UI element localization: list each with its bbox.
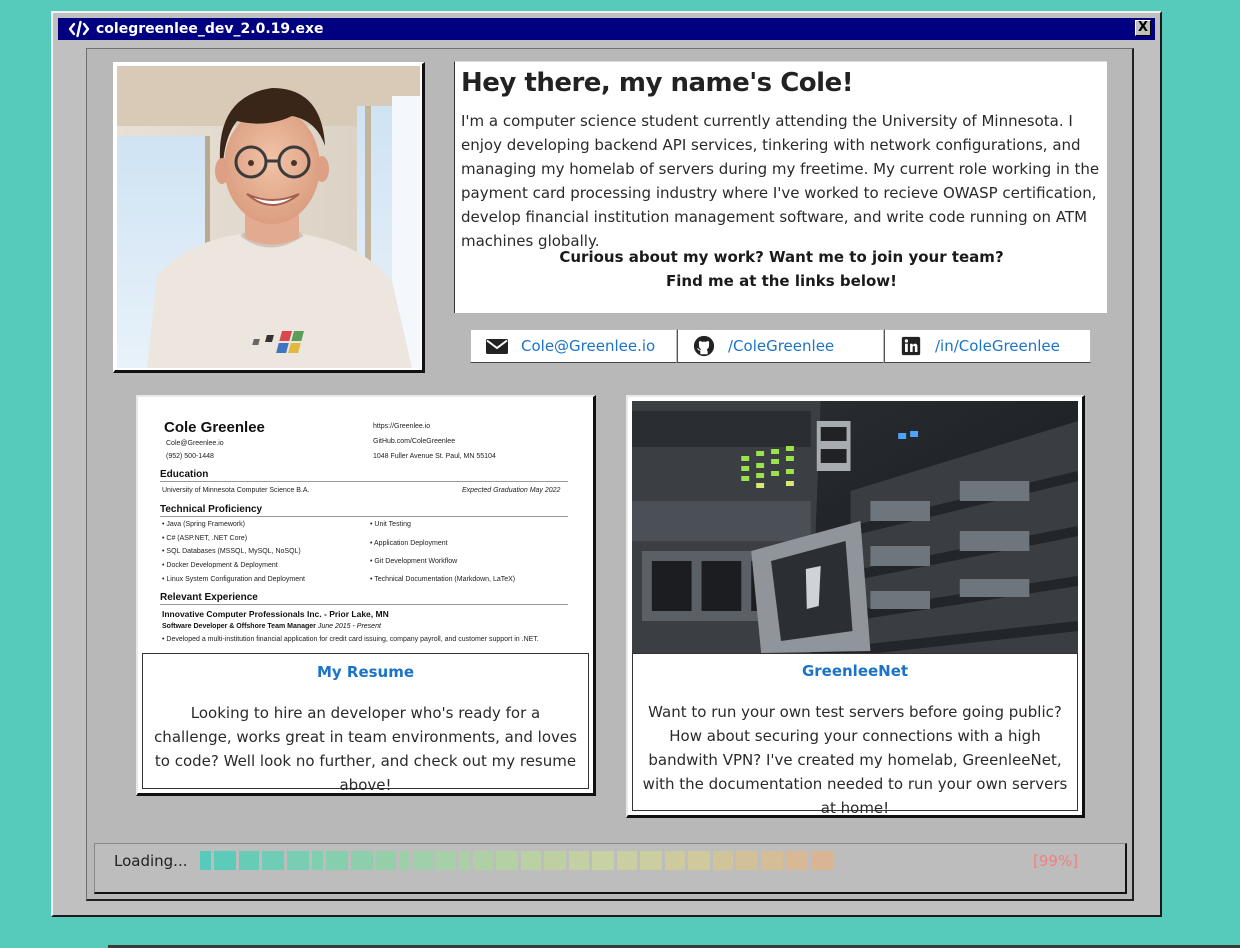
contact-links: Cole@Greenlee.io /ColeGreenlee /in/ColeG… — [470, 329, 1091, 363]
intro-body: I'm a computer science student currently… — [461, 112, 1100, 250]
cv-tech-item: • Technical Documentation (Markdown, LaT… — [370, 576, 516, 583]
loading-segment — [376, 851, 396, 870]
cv-phone: (952) 500-1448 — [166, 453, 214, 460]
intro-panel: Hey there, my name's Cole! I'm a compute… — [454, 61, 1107, 313]
cv-address: 1048 Fuller Avenue St. Paul, MN 55104 — [373, 453, 496, 460]
profile-photo-image — [117, 66, 420, 368]
cv-tech-item: • SQL Databases (MSSQL, MySQL, NoSQL) — [162, 548, 301, 555]
cv-tech-item: • Git Development Workflow — [370, 558, 458, 565]
loading-segment — [214, 851, 236, 870]
greenleenet-card[interactable]: GreenleeNet Want to run your own test se… — [626, 395, 1085, 818]
cv-github: GitHub.com/ColeGreenlee — [373, 438, 456, 445]
loading-segment — [617, 851, 637, 870]
close-button[interactable]: X — [1135, 20, 1151, 36]
cv-experience-heading: Relevant Experience — [160, 592, 258, 603]
cv-website: https://Greenlee.io — [373, 423, 431, 430]
loading-label: Loading... — [114, 852, 188, 870]
loading-segment — [688, 851, 710, 870]
loading-percent: [99%] — [1033, 852, 1079, 870]
loading-segment — [399, 851, 410, 870]
linkedin-icon — [901, 336, 921, 356]
linkedin-link-label: /in/ColeGreenlee — [935, 337, 1060, 355]
cv-employer: Innovative Computer Professionals Inc. -… — [162, 609, 389, 619]
loading-segment — [786, 851, 808, 870]
loading-segment — [436, 851, 456, 870]
cv-tech-heading: Technical Proficiency — [160, 504, 263, 515]
loading-segment — [665, 851, 685, 870]
loading-segment — [544, 851, 566, 870]
greenleenet-card-title[interactable]: GreenleeNet — [801, 662, 909, 680]
loading-segment — [496, 851, 518, 870]
github-icon — [693, 335, 715, 357]
loading-segment — [521, 851, 541, 870]
loading-segment — [312, 851, 323, 870]
loading-segment — [713, 851, 733, 870]
cv-education-heading: Education — [160, 469, 209, 480]
window-titlebar[interactable]: colegreenlee_dev_2.0.19.exe X — [58, 18, 1155, 40]
loading-segment — [413, 851, 433, 870]
cv-name: Cole Greenlee — [164, 419, 265, 436]
loading-segment — [761, 851, 783, 870]
server-rack-image[interactable] — [632, 401, 1078, 654]
loading-segment — [473, 851, 493, 870]
loading-bar: Loading... [99%] — [94, 843, 1127, 894]
profile-photo — [113, 62, 425, 373]
cv-tech-item: • Java (Spring Framework) — [162, 521, 245, 528]
github-link[interactable]: /ColeGreenlee — [677, 329, 884, 363]
email-link-label: Cole@Greenlee.io — [521, 337, 656, 355]
loading-segment — [262, 851, 284, 870]
github-link-label: /ColeGreenlee — [728, 337, 835, 355]
loading-segment — [640, 851, 662, 870]
intro-cta-line2: Find me at the links below! — [666, 272, 897, 290]
cv-email: Cole@Greenlee.io — [166, 440, 224, 447]
desktop-taskbar-edge — [108, 945, 1240, 948]
loading-segment — [200, 851, 211, 870]
greenleenet-card-body: Want to run your own test servers before… — [642, 703, 1068, 817]
resume-card[interactable]: Cole Greenlee Cole@Greenlee.io (952) 500… — [136, 395, 596, 796]
resume-preview[interactable]: Cole Greenlee Cole@Greenlee.io (952) 500… — [142, 401, 589, 654]
intro-heading: Hey there, my name's Cole! — [461, 68, 854, 98]
intro-cta: Curious about my work? Want me to join y… — [455, 245, 1108, 293]
cv-tech-item: • Linux System Configuration and Deploym… — [162, 576, 305, 583]
cv-tech-item: • Application Deployment — [370, 540, 448, 547]
loading-segment — [736, 851, 758, 870]
cv-role-bullet: • Developed a multi-institution financia… — [162, 636, 539, 643]
resume-card-body: Looking to hire an developer who's ready… — [154, 704, 577, 794]
loading-segment — [326, 851, 348, 870]
cv-tech-item: • C# (ASP.NET, .NET Core) — [162, 535, 248, 542]
window-title: colegreenlee_dev_2.0.19.exe — [96, 21, 324, 37]
cv-rule — [160, 516, 568, 517]
cv-school: University of Minnesota Computer Science… — [162, 487, 310, 494]
loading-segment — [351, 851, 373, 870]
loading-progress-track — [200, 851, 1026, 870]
resume-card-title[interactable]: My Resume — [316, 663, 415, 681]
loading-segment — [239, 851, 259, 870]
cv-rule — [160, 604, 568, 605]
email-link[interactable]: Cole@Greenlee.io — [470, 329, 677, 363]
loading-segment — [459, 851, 470, 870]
linkedin-link[interactable]: /in/ColeGreenlee — [884, 329, 1091, 363]
loading-segment — [287, 851, 309, 870]
server-rack-photo — [632, 401, 1078, 653]
loading-segment — [592, 851, 614, 870]
cv-rule — [160, 481, 568, 482]
intro-cta-line1: Curious about my work? Want me to join y… — [559, 248, 1004, 266]
loading-segment — [811, 851, 833, 870]
cv-grad: Expected Graduation May 2022 — [462, 487, 561, 494]
cv-tech-item: • Unit Testing — [370, 521, 411, 528]
envelope-icon — [486, 339, 508, 354]
loading-segment — [569, 851, 589, 870]
code-icon — [68, 20, 90, 38]
cv-tech-item: • Docker Development & Deployment — [162, 562, 278, 569]
cv-role: Software Developer & Offshore Team Manag… — [162, 623, 381, 630]
